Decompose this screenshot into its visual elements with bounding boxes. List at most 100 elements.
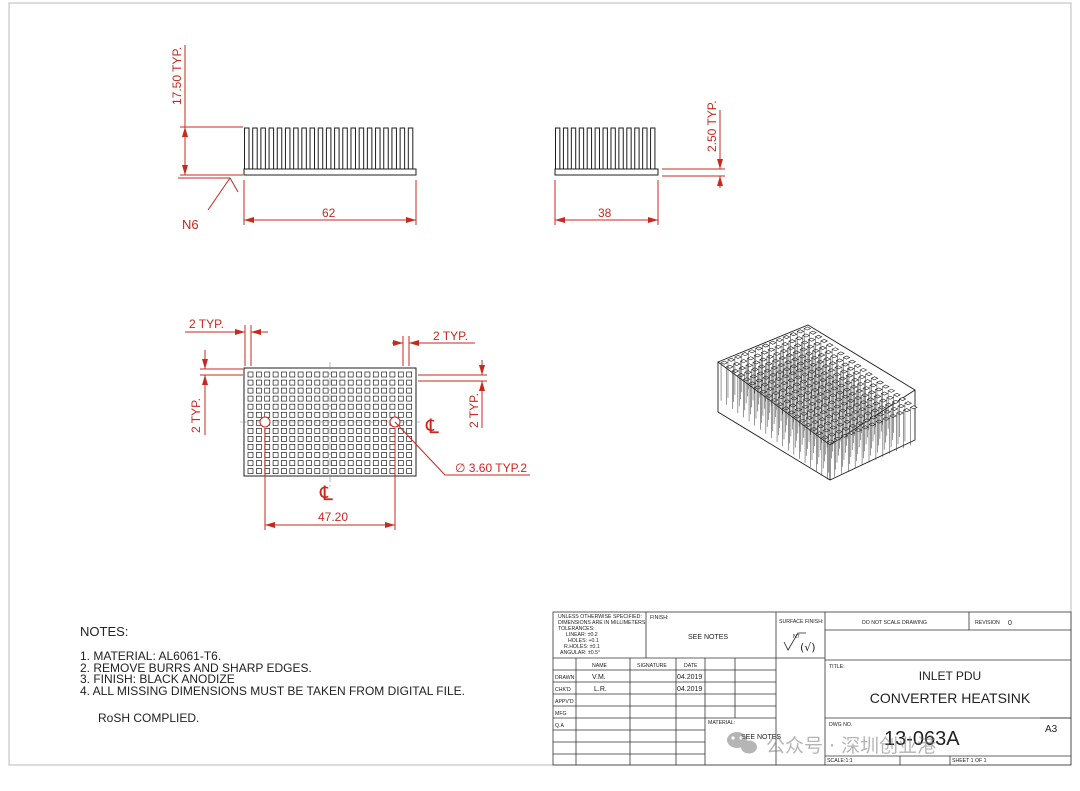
fin xyxy=(391,127,397,169)
hole-spacing-label: 47.20 xyxy=(318,510,348,524)
scale-label: SCALE:1:1 xyxy=(827,758,853,764)
row-chkd: CHK'D xyxy=(555,687,571,693)
typ-right-label: 2 TYP. xyxy=(433,329,468,343)
col-date: DATE xyxy=(684,663,698,669)
typ-left-v-label: 2 TYP. xyxy=(189,398,203,433)
sheet-label: SHEET 1 OF 1 xyxy=(952,758,987,764)
note-item-3: 3. FINISH: BLACK ANODIZE xyxy=(80,672,235,686)
fin xyxy=(578,127,585,169)
row-appvd: APPV'D xyxy=(555,699,574,705)
fin xyxy=(634,127,640,169)
side-view-dimensions: 38 2.50 TYP. xyxy=(554,100,725,225)
fin xyxy=(317,127,324,169)
tol-line-2: TOLERANCES: xyxy=(558,626,595,632)
tol-line-4: HOLES: +0.1 xyxy=(568,638,599,644)
fin xyxy=(594,127,600,169)
typ-left-label: 2 TYP. xyxy=(189,317,224,331)
front-view xyxy=(243,127,417,176)
fin xyxy=(301,127,307,169)
fin xyxy=(650,127,656,169)
fin xyxy=(610,127,616,169)
tol-line-1: DIMENSIONS ARE IN MILLIMETERS xyxy=(558,620,646,626)
fin xyxy=(284,127,291,169)
revision-label: REVISION xyxy=(975,620,1000,626)
tol-line-6: ANGULAR: ±0.5° xyxy=(560,650,600,656)
fin xyxy=(586,127,593,169)
top-view xyxy=(240,362,420,490)
side-view xyxy=(554,127,659,176)
fin xyxy=(334,127,340,169)
notes-list: 1. MATERIAL: AL6061-T6. 2. REMOVE BURRS … xyxy=(80,650,465,698)
revision-value: 0 xyxy=(1008,620,1012,627)
fin-gap-dim-label: 2.50 TYP. xyxy=(705,100,719,152)
fin xyxy=(342,127,348,169)
width-dim-label: 38 xyxy=(598,206,612,220)
material-value: SEE NOTES xyxy=(741,734,781,741)
tol-line-3: LINEAR: ±0.2 xyxy=(566,632,598,638)
fin xyxy=(260,127,266,169)
title-line-1: INLET PDU xyxy=(919,669,981,683)
centerline-symbol-right: ℄ xyxy=(425,416,439,438)
fin xyxy=(268,127,275,169)
row-mfg: MFG xyxy=(555,711,567,717)
fin xyxy=(358,127,365,169)
material-label: MATERIAL: xyxy=(708,720,735,726)
chkd-date: 04.2019 xyxy=(677,686,702,693)
fin xyxy=(618,127,624,169)
fin xyxy=(642,127,648,169)
fin xyxy=(366,127,373,169)
title-label: TITLE: xyxy=(829,664,845,670)
title-block: UNLESS OTHERWISE SPECIFIED: DIMENSIONS A… xyxy=(552,611,1072,766)
fin xyxy=(350,127,356,169)
hole-callout-label: ∅ 3.60 TYP.2 xyxy=(455,461,527,475)
dont-scale-label: DO NOT SCALE DRAWING xyxy=(862,620,927,626)
chkd-name: L.R. xyxy=(594,686,607,693)
drawn-name: V.M. xyxy=(592,674,606,681)
dwg-no-value: 13-063A xyxy=(884,728,960,750)
watermark: 公众号 · 深圳创业港 xyxy=(727,732,936,757)
isometric-view xyxy=(717,324,918,481)
typ-right-v-label: 2 TYP. xyxy=(467,393,481,428)
fin xyxy=(626,127,632,169)
tol-line-0: UNLESS OTHERWISE SPECIFIED: xyxy=(558,614,642,620)
finish-value: SEE NOTES xyxy=(688,634,728,641)
fin xyxy=(244,127,250,169)
surface-finish-symbol: N7 (√) xyxy=(783,632,816,654)
fin xyxy=(383,127,389,169)
surface-finish-n7: N7 xyxy=(793,634,800,640)
note-item-4: 4. ALL MISSING DIMENSIONS MUST BE TAKEN … xyxy=(80,683,465,698)
row-drawn: DRAWN xyxy=(555,675,575,681)
row-qa: Q.A xyxy=(555,723,564,729)
svg-text:(√): (√) xyxy=(800,641,816,654)
fin xyxy=(555,127,561,169)
mount-hole-left xyxy=(259,416,271,428)
surface-finish-label: SURFACE FINISH: xyxy=(779,619,823,625)
fin xyxy=(375,127,381,169)
fin xyxy=(570,127,577,169)
drawn-date: 04.2019 xyxy=(677,674,702,681)
top-view-dimensions: 2 TYP. 2 TYP. 2 TYP. 2 TYP. ∅ 3.60 TYP.2 xyxy=(185,317,530,530)
tol-line-5: R.HOLES: ±0.1 xyxy=(564,644,600,650)
watermark-text: 公众号 · 深圳创业港 xyxy=(766,735,936,757)
note-item-2: 2. REMOVE BURRS AND SHARP EDGES. xyxy=(80,660,312,675)
fin xyxy=(602,127,608,169)
sheet-border xyxy=(8,2,1072,766)
fin xyxy=(293,127,299,169)
length-dim-label: 62 xyxy=(322,206,336,220)
rosh-statement: RoSH COMPLIED. xyxy=(98,711,200,725)
finish-symbol-n6: N6 xyxy=(182,217,199,232)
centerline-symbol-bottom: ℄ xyxy=(319,483,333,505)
front-view-dimensions: 17.50 TYP. N6 62 xyxy=(170,45,417,232)
height-dim-label: 17.50 TYP. xyxy=(170,47,184,105)
col-name: NAME xyxy=(592,663,608,669)
fin xyxy=(252,127,258,169)
finish-label: FINISH: xyxy=(650,615,668,621)
notes-title: NOTES: xyxy=(80,624,129,639)
fin xyxy=(276,127,283,169)
dwg-no-label: DWG NO. xyxy=(829,722,852,728)
sheet-size: A3 xyxy=(1045,724,1058,735)
fin xyxy=(399,127,406,169)
fin xyxy=(309,127,316,169)
fin xyxy=(407,127,414,169)
